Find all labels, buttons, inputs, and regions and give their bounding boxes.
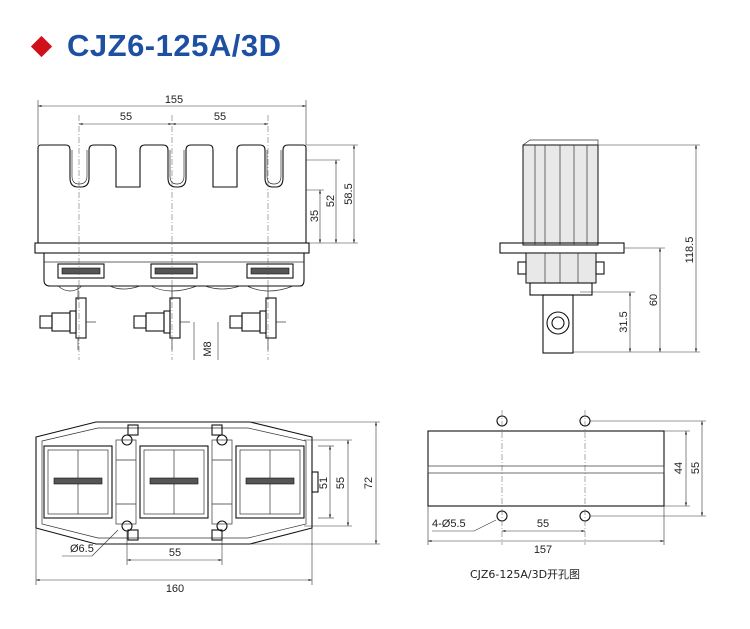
mounting-hole-label: Ø6.5 [70,543,94,555]
front-pitch-right-dim: 55 [214,111,226,123]
cutout-pitch-dim: 55 [537,518,549,530]
thread-size-label: M8 [202,341,214,356]
side-height-total-dim: 118.5 [684,237,696,264]
cutout-holes-label: 4-Ø5.5 [432,518,466,530]
top-height-51-dim: 51 [318,477,330,489]
front-view: 155 55 55 35 52 58.5 M8 [34,94,358,360]
side-height-31-dim: 31.5 [618,311,630,332]
front-width-dim: 155 [165,94,183,106]
cutout-height-44-dim: 44 [673,462,685,474]
top-height-55-dim: 55 [335,477,347,489]
front-height-52-dim: 52 [325,195,337,207]
top-pitch-dim: 55 [169,547,181,559]
cutout-caption: CJZ6-125A/3D开孔图 [470,568,580,581]
page-title: CJZ6-125A/3D [67,28,282,63]
side-height-60-dim: 60 [648,294,660,306]
cutout-width-dim: 157 [534,544,552,556]
front-height-58-dim: 58.5 [343,183,355,204]
cutout-view: 55 157 4-Ø5.5 55 44 CJZ6-125A/3D开孔图 [427,410,706,581]
top-height-72-dim: 72 [363,477,375,489]
top-width-dim: 160 [166,583,184,595]
front-pitch-left-dim: 55 [120,111,132,123]
cutout-height-55-dim: 55 [690,462,702,474]
front-height-35-dim: 35 [309,210,321,222]
side-view: 118.5 60 31.5 [499,139,700,354]
title-row: CJZ6-125A/3D [30,26,282,66]
top-view: 160 55 Ø6.5 72 55 51 [35,421,380,595]
